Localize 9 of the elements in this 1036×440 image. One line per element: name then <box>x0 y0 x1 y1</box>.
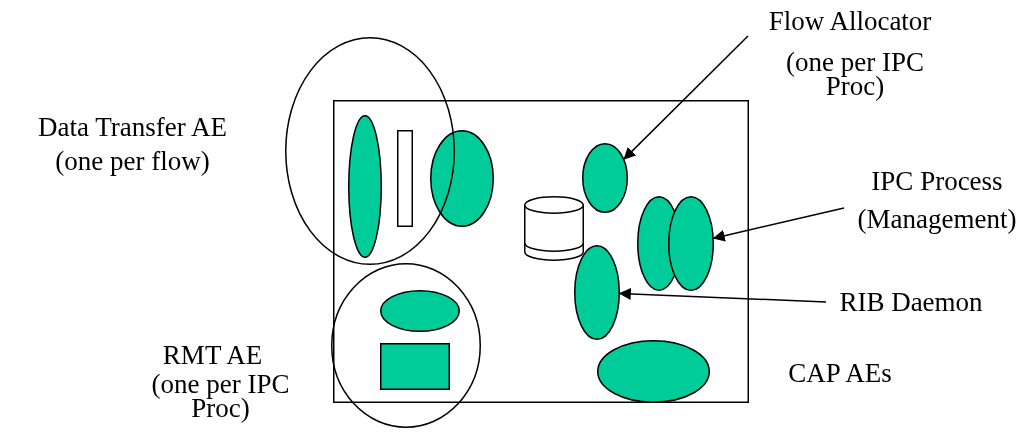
callout-label: Flow Allocator <box>767 6 933 36</box>
group-label: (one per flow) <box>54 146 211 176</box>
group-label: Data Transfer AE <box>37 112 228 142</box>
group-label: RMT AE <box>161 340 264 370</box>
arrow <box>712 207 845 242</box>
callout-label: IPC Process (Management) <box>856 165 1018 236</box>
group-label: CAP AEs <box>787 358 893 388</box>
arrow <box>623 35 749 160</box>
callout-label: RIB Daemon <box>838 287 984 317</box>
